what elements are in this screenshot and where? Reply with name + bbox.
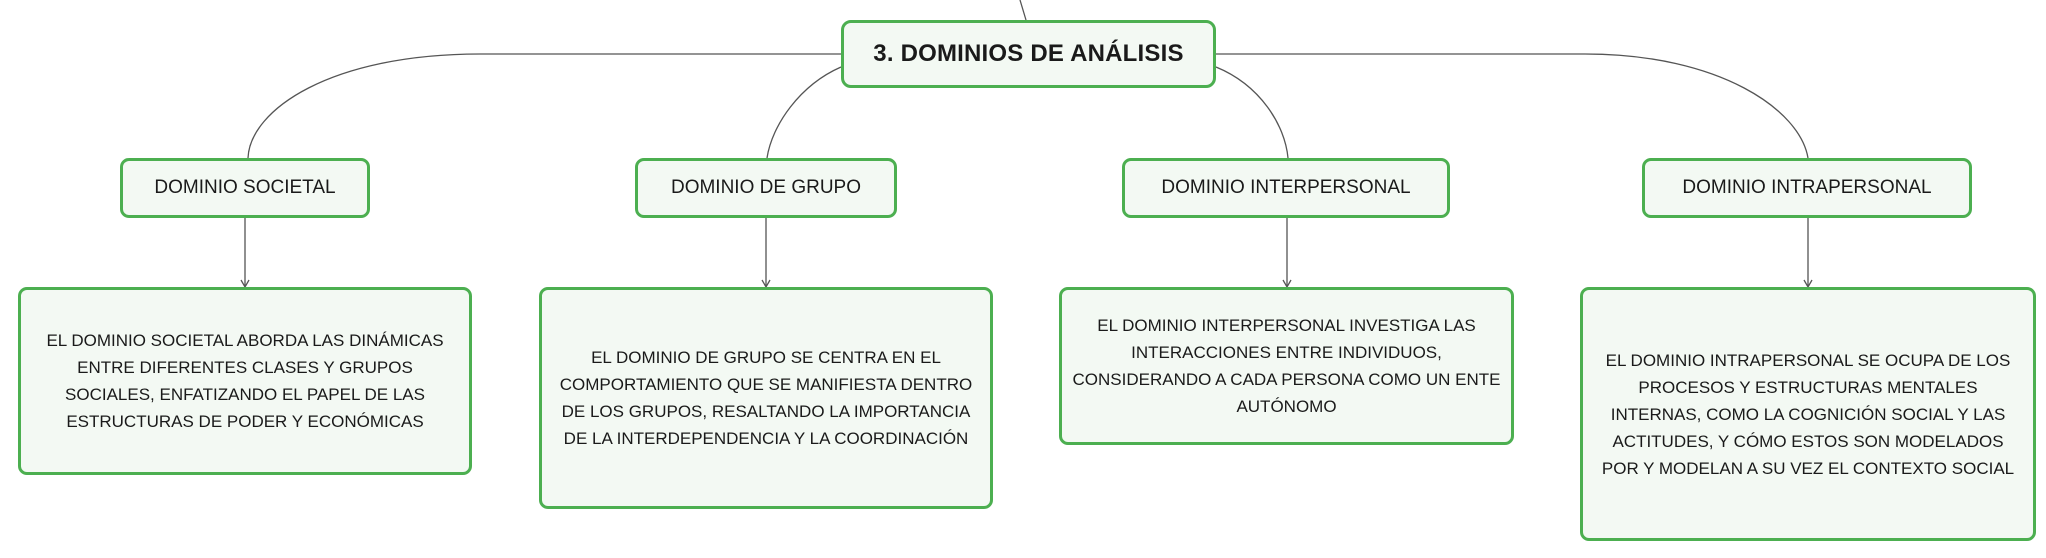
- topic-node-grupo[interactable]: DOMINIO DE GRUPO: [635, 158, 897, 218]
- detail-node-text: EL DOMINIO INTRAPERSONAL SE OCUPA DE LOS…: [1601, 350, 2015, 478]
- detail-node-societal[interactable]: EL DOMINIO SOCIETAL ABORDA LAS DINÁMICAS…: [18, 287, 472, 475]
- topic-node-label: DOMINIO INTRAPERSONAL: [1682, 177, 1932, 198]
- root-node[interactable]: 3. DOMINIOS DE ANÁLISIS: [841, 20, 1216, 88]
- topic-node-societal[interactable]: DOMINIO SOCIETAL: [120, 158, 370, 218]
- connector-root-to-grupo: [766, 66, 842, 159]
- detail-node-text: EL DOMINIO DE GRUPO SE CENTRA EN EL COMP…: [559, 348, 973, 448]
- detail-node-text: EL DOMINIO SOCIETAL ABORDA LAS DINÁMICAS…: [46, 331, 444, 431]
- topic-node-label: DOMINIO SOCIETAL: [154, 177, 336, 198]
- connector-topic-to-detail-1: [240, 218, 250, 289]
- connector-root-to-societal: [247, 53, 841, 159]
- topic-node-intrapersonal[interactable]: DOMINIO INTRAPERSONAL: [1642, 158, 1972, 218]
- connector-topic-to-detail-2: [761, 218, 771, 289]
- detail-node-grupo[interactable]: EL DOMINIO DE GRUPO SE CENTRA EN EL COMP…: [539, 287, 993, 509]
- detail-node-text: EL DOMINIO INTERPERSONAL INVESTIGA LAS I…: [1072, 316, 1501, 416]
- connector-root-to-intrapersonal: [1216, 53, 1809, 159]
- topic-node-label: DOMINIO INTERPERSONAL: [1161, 177, 1411, 198]
- connector-root-to-interpersonal: [1215, 66, 1289, 159]
- detail-node-intrapersonal[interactable]: EL DOMINIO INTRAPERSONAL SE OCUPA DE LOS…: [1580, 287, 2036, 541]
- connector-topic-to-detail-4: [1803, 218, 1813, 289]
- connector-parent-to-root: [1019, 0, 1027, 21]
- connector-topic-to-detail-3: [1282, 218, 1292, 289]
- root-node-label: 3. DOMINIOS DE ANÁLISIS: [873, 40, 1184, 67]
- detail-node-interpersonal[interactable]: EL DOMINIO INTERPERSONAL INVESTIGA LAS I…: [1059, 287, 1514, 445]
- topic-node-label: DOMINIO DE GRUPO: [670, 177, 861, 198]
- topic-node-interpersonal[interactable]: DOMINIO INTERPERSONAL: [1122, 158, 1450, 218]
